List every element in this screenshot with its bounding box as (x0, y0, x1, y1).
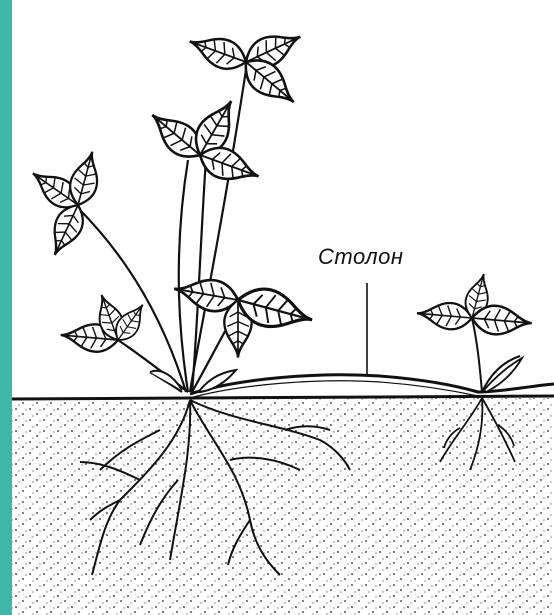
daughter-plant (416, 271, 533, 392)
stolon-label: Столон (318, 244, 403, 270)
main-plant-leaves (25, 24, 317, 392)
soil (12, 398, 554, 615)
